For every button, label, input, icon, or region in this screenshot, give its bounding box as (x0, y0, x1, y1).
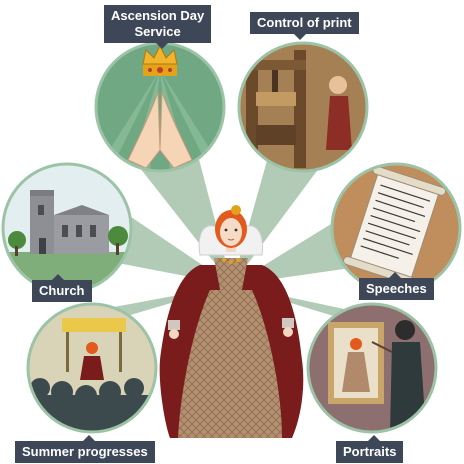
label-control-of-print: Control of print (250, 12, 359, 40)
control-circle (237, 41, 369, 173)
ascension-circle (94, 41, 226, 173)
label-pointer (52, 274, 64, 280)
label-pointer (368, 435, 380, 441)
label-ascension-day-service: Ascension Day Service (104, 5, 212, 49)
label-summer-progresses: Summer progresses (15, 435, 155, 463)
label-church: Church (32, 274, 92, 302)
queen-elizabeth-figure (159, 205, 304, 438)
label-pointer (294, 34, 306, 40)
church-circle (1, 162, 133, 294)
church-building (30, 190, 109, 254)
label-pointer (156, 43, 168, 49)
label-portraits: Portraits (336, 435, 404, 463)
label-pointer (389, 272, 401, 278)
crown-icon (142, 44, 178, 76)
scroll-icon (343, 165, 447, 287)
printing-press-icon (246, 50, 306, 168)
summer-circle (26, 302, 158, 434)
label-speeches: Speeches (359, 272, 434, 300)
praying-hands-icon (127, 91, 193, 169)
label-pointer (83, 435, 95, 441)
portraits-circle (306, 302, 438, 434)
